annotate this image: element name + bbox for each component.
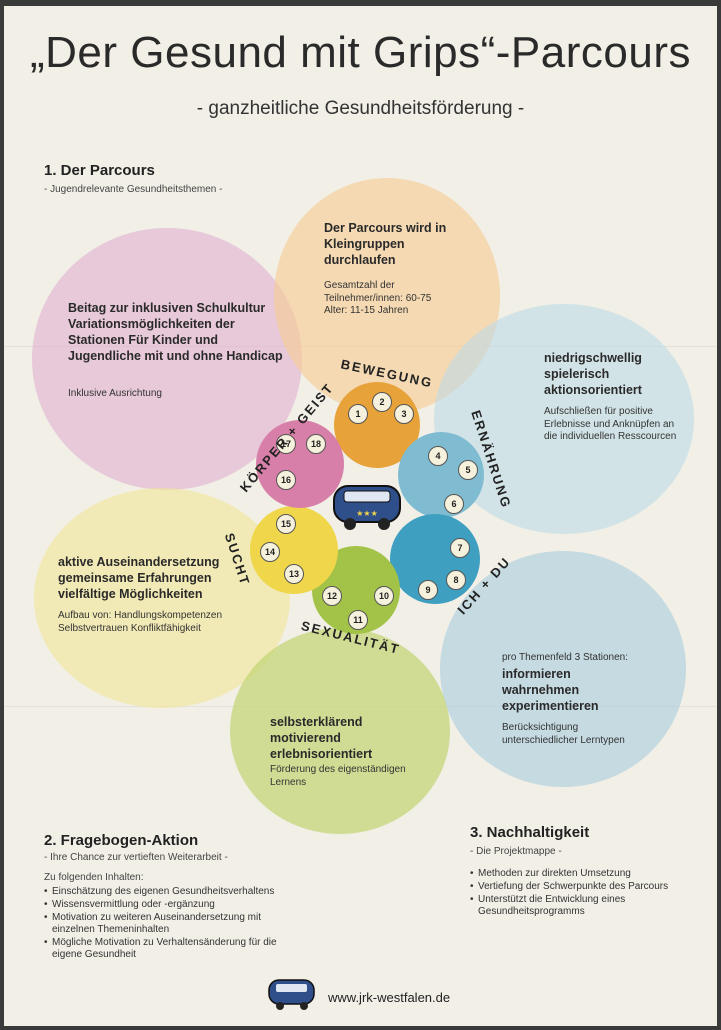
list-item: Vertiefung der Schwerpunkte des Parcours [470, 881, 680, 893]
bus-logo-icon [268, 979, 315, 1010]
petal-bottom-right-bold: informieren wahrnehmen experimentieren [502, 667, 599, 713]
section1-subheading: - Jugendrelevante Gesundheitsthemen - [44, 184, 223, 195]
list-item: Motivation zu weiteren Auseinandersetzun… [44, 912, 304, 936]
website-link[interactable]: www.jrk-westfalen.de [328, 990, 451, 1005]
station-number: 8 [446, 570, 466, 590]
petal-bottom-bold: selbsterklärend motivierend erlebnisorie… [270, 715, 373, 761]
section2-heading: 2. Fragebogen-Aktion [44, 832, 199, 849]
petal-left [34, 488, 290, 708]
list-item: Wissensvermittlung oder -ergänzung [44, 899, 304, 911]
station-number: 9 [418, 580, 438, 600]
station-number: 6 [444, 494, 464, 514]
petal-right-small: Aufschließen für positive Erlebnisse und… [544, 406, 677, 442]
station-number: 15 [276, 514, 296, 534]
list-item: Methoden zur direkten Umsetzung [470, 868, 680, 880]
petal-top-left-bold: Beitag zur inklusiven Schulkultur Variat… [68, 301, 283, 363]
section3-subheading: - Die Projektmappe - [470, 846, 562, 857]
station-number: 10 [374, 586, 394, 606]
section2-intro: Zu folgenden Inhalten: [44, 872, 144, 883]
station-number: 7 [450, 538, 470, 558]
list-item: Einschätzung des eigenen Gesundheitsverh… [44, 886, 304, 898]
petal-top-left-small: Inklusive Ausrichtung [68, 388, 162, 399]
flower-circle-ich-du [390, 514, 480, 604]
station-number: 16 [276, 470, 296, 490]
petal-bottom-right-small: Berücksichtigung unterschiedlicher Lernt… [502, 722, 625, 746]
section1-heading: 1. Der Parcours [44, 162, 155, 179]
section2-subheading: - Ihre Chance zur vertieften Weiterarbei… [44, 852, 228, 863]
station-number: 11 [348, 610, 368, 630]
svg-text:★★★: ★★★ [356, 509, 378, 518]
flower-circle-sexualitaet [312, 546, 400, 634]
station-number: 18 [306, 434, 326, 454]
petal-right-bold: niedrigschwellig spielerisch aktionsorie… [544, 351, 642, 397]
petal-bottom-right [440, 551, 686, 787]
petal-left-small: Aufbau von: Handlungskompetenzen Selbstv… [58, 610, 223, 634]
bus-icon: ★★★ [333, 485, 401, 530]
petal-bottom-small: Förderung des eigenständigen Lernens [270, 764, 406, 788]
list-item: Unterstützt die Entwicklung eines Gesund… [470, 894, 680, 918]
station-number: 17 [276, 434, 296, 454]
poster: „Der Gesund mit Grips“-Parcours - ganzhe… [4, 6, 717, 1026]
section2-list: Einschätzung des eigenen Gesundheitsverh… [44, 886, 304, 962]
section3-list: Methoden zur direkten Umsetzung Vertiefu… [470, 868, 680, 919]
page-subtitle: - ganzheitliche Gesundheitsförderung - [196, 98, 525, 119]
section3-heading: 3. Nachhaltigkeit [470, 824, 590, 841]
petal-bottom [230, 628, 450, 834]
list-item: Mögliche Motivation zu Verhaltensänderun… [44, 937, 304, 961]
petal-left-bold: aktive Auseinandersetzung gemeinsame Erf… [58, 555, 220, 601]
petal-top-small: Gesamtzahl der Teilnehmer/innen: 60-75 A… [324, 280, 432, 316]
station-number: 12 [322, 586, 342, 606]
petal-bottom-right-lead: pro Themenfeld 3 Stationen: [502, 652, 629, 663]
page-title: „Der Gesund mit Grips“-Parcours [30, 28, 691, 77]
petal-top-bold: Der Parcours wird in Kleingruppen durchl… [324, 221, 447, 267]
